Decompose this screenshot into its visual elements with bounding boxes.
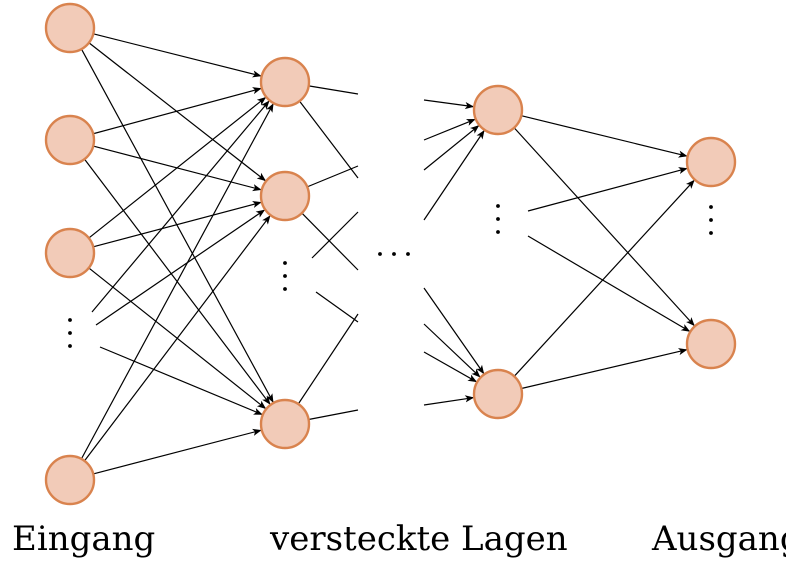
- neuron-h1c: [259, 398, 311, 450]
- input-ellipsis-dot-1: [68, 318, 72, 322]
- stub-h1dots-2: [315, 291, 359, 323]
- hidden-layers-label: versteckte Lagen: [269, 519, 568, 559]
- stub-h1a-1: [308, 85, 359, 95]
- stub-h1a-2: [299, 100, 359, 179]
- neuron-h1a: [259, 56, 311, 108]
- output-ellipsis-dot-1: [709, 205, 713, 209]
- input-ellipsis-dot-2: [68, 331, 72, 335]
- output-label: Ausgang: [651, 519, 786, 559]
- edge-indots-h1c: [99, 346, 263, 415]
- neuron-in1: [44, 2, 96, 54]
- stub-h1b-1: [306, 165, 359, 188]
- edge-in3-h1a: [88, 97, 267, 239]
- edge-gap-h2b-3: [423, 351, 478, 383]
- edge-in1-h1a: [93, 33, 262, 78]
- stub-h1c-1: [297, 313, 359, 405]
- neuron-in4: [44, 454, 96, 506]
- neuron-h1b: [259, 170, 311, 222]
- neuron-in2: [44, 114, 96, 166]
- hidden2-ellipsis-dot-1: [496, 204, 500, 208]
- hidden1-ellipsis-dot-1: [283, 261, 287, 265]
- gap-ellipsis-dot-2: [392, 252, 396, 256]
- neurons: [44, 2, 737, 506]
- hidden2-ellipsis-dot-2: [496, 217, 500, 221]
- gap-ellipsis-dot-3: [406, 252, 410, 256]
- input-label: Eingang: [12, 519, 155, 559]
- edge-gap-h2a-2: [423, 118, 476, 141]
- edge-gap-h2b-1: [423, 287, 485, 375]
- edge-in4-h1a: [80, 103, 274, 460]
- stub-h1b-2: [301, 212, 359, 271]
- input-ellipsis-dot-3: [68, 344, 72, 348]
- edge-in1-h1c: [80, 48, 274, 403]
- neuron-h2b: [472, 368, 524, 420]
- edge-gap-h2a-3: [423, 125, 480, 171]
- edge-h2b-outb: [521, 348, 688, 390]
- edge-h2b-outa: [513, 179, 695, 377]
- edge-h2a-outb: [513, 127, 695, 327]
- stub-h1c-2: [308, 409, 359, 421]
- neuron-outb: [685, 318, 737, 370]
- output-ellipsis-dot-2: [709, 218, 713, 222]
- connections: [80, 33, 695, 475]
- edge-gap-h2b-2: [423, 323, 481, 378]
- edge-in4-h1b: [84, 215, 271, 462]
- neuron-outa: [685, 136, 737, 188]
- edge-indots-h1b: [95, 209, 266, 326]
- edge-h2a-outa: [521, 115, 688, 158]
- edge-h2dots-outb: [527, 235, 691, 332]
- edge-h2dots-outa: [527, 167, 688, 212]
- edge-gap-h2a-4: [423, 129, 485, 221]
- neuron-in3: [44, 227, 96, 279]
- edge-in2-h1a: [93, 87, 262, 135]
- gap-ellipsis-dot-1: [378, 252, 382, 256]
- hidden1-ellipsis-dot-3: [283, 287, 287, 291]
- ellipsis-marks: [68, 204, 713, 348]
- edge-in4-h1c: [93, 428, 262, 475]
- edge-in3-h1b: [93, 201, 262, 248]
- neuron-h2a: [472, 84, 524, 136]
- output-ellipsis-dot-3: [709, 231, 713, 235]
- hidden1-ellipsis-dot-2: [283, 274, 287, 278]
- edge-gap-h2a-1: [423, 99, 475, 110]
- stub-h1dots-1: [311, 211, 359, 259]
- edge-indots-h1a: [91, 100, 270, 313]
- edge-gap-h2b-4: [423, 395, 475, 406]
- hidden2-ellipsis-dot-3: [496, 230, 500, 234]
